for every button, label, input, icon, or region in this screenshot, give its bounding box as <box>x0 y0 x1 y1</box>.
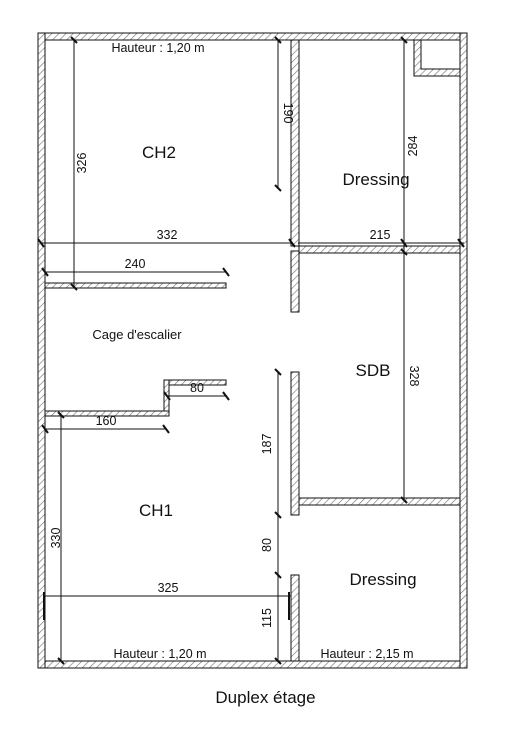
dimension-ticks <box>37 36 465 665</box>
dimension-lines <box>40 40 464 661</box>
plan-title: Duplex étage <box>215 688 316 707</box>
dim-240: 240 <box>125 257 146 271</box>
outer-wall-bottom <box>37 660 468 669</box>
dim-328: 328 <box>407 366 421 387</box>
dim-187: 187 <box>260 434 274 455</box>
central-wall-mid <box>290 250 300 313</box>
height-note-top-left: Hauteur : 1,20 m <box>111 41 204 55</box>
central-wall-lower <box>290 371 300 516</box>
central-wall-upper <box>290 39 300 247</box>
outer-wall-left <box>37 32 46 669</box>
dim-330: 330 <box>49 528 63 549</box>
room-label-sdb: SDB <box>356 361 391 380</box>
height-note-bottom-left: Hauteur : 1,20 m <box>113 647 206 661</box>
room-label-stair: Cage d'escalier <box>92 327 182 342</box>
central-wall-bottom <box>290 574 300 662</box>
dim-80-stair: 80 <box>190 381 204 395</box>
dim-160: 160 <box>96 414 117 428</box>
dim-325: 325 <box>158 581 179 595</box>
dim-284: 284 <box>406 136 420 157</box>
height-note-bottom-right: Hauteur : 2,15 m <box>320 647 413 661</box>
dim-190: 190 <box>281 103 295 124</box>
partition-dressing-sdb <box>298 245 461 254</box>
stair-wall-lower <box>44 410 170 417</box>
room-label-dressing-bottom: Dressing <box>349 570 416 589</box>
dim-332: 332 <box>157 228 178 242</box>
outer-wall-right <box>459 32 468 669</box>
room-label-ch1: CH1 <box>139 501 173 520</box>
room-label-dressing-top: Dressing <box>342 170 409 189</box>
room-label-ch2: CH2 <box>142 143 176 162</box>
dim-80-wall: 80 <box>260 538 274 552</box>
stair-wall-upper <box>44 282 227 289</box>
corner-duct <box>413 39 461 77</box>
dim-115: 115 <box>260 608 274 628</box>
dim-215: 215 <box>370 228 391 242</box>
dim-326: 326 <box>75 153 89 174</box>
partition-sdb-dressing <box>298 497 461 506</box>
